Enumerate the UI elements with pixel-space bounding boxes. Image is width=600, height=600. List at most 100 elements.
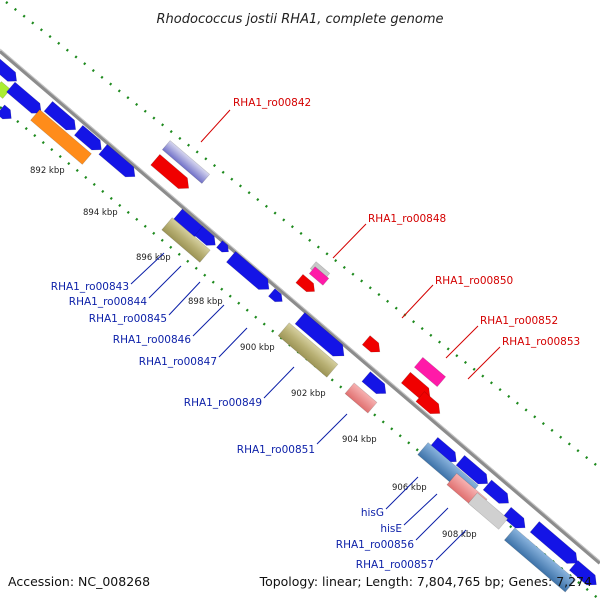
label-ro00845[interactable]: RHA1_ro00845	[89, 313, 167, 325]
gene-ro00853-b[interactable]	[415, 391, 444, 419]
label-ro00849[interactable]: RHA1_ro00849	[184, 397, 262, 409]
gene-ro00857-steel-shape	[503, 527, 577, 593]
leader-ro00850	[401, 284, 434, 319]
leader-ro00842	[200, 109, 231, 143]
gene-olive-1[interactable]	[161, 217, 211, 263]
label-hisG[interactable]: hisG	[361, 507, 384, 519]
label-ro00846[interactable]: RHA1_ro00846	[113, 334, 192, 346]
gene-blue-j[interactable]	[361, 371, 390, 399]
gene-left-edge-green[interactable]	[0, 81, 11, 99]
kbp-tick-908: 908 kbp	[442, 530, 477, 540]
gene-ro00848-pink[interactable]	[308, 266, 330, 286]
gene-blue-o-shape	[529, 521, 578, 564]
leader-ro00845	[168, 281, 201, 316]
gene-blue-e-shape	[194, 225, 216, 246]
gene-ro00842[interactable]	[150, 153, 194, 193]
gene-ro00842-lilac[interactable]	[161, 140, 211, 184]
gene-blue-a-shape	[43, 100, 77, 131]
gene-ro00853-b-shape	[415, 391, 441, 415]
gene-blue-i-shape	[294, 312, 345, 357]
leader-ro00856	[415, 507, 449, 541]
label-ro00852[interactable]: RHA1_ro00852	[480, 315, 558, 327]
label-ro00857[interactable]: RHA1_ro00857	[356, 559, 434, 571]
label-ro00842[interactable]: RHA1_ro00842	[233, 97, 311, 109]
leader-ro00849	[263, 366, 295, 399]
leader-ro00843	[130, 252, 165, 285]
leader-ro00851	[316, 413, 348, 445]
gene-ro00848[interactable]	[295, 273, 318, 295]
gene-blue-p-shape	[568, 559, 597, 586]
gene-features	[0, 57, 600, 593]
label-ro00850[interactable]: RHA1_ro00850	[435, 275, 513, 287]
kbp-tick-labels: 892 kbp 894 kbp 896 kbp 898 kbp 900 kbp …	[30, 166, 477, 540]
gene-blue-a[interactable]	[43, 100, 80, 134]
gene-left-edge-green-shape	[0, 81, 11, 99]
gene-orange-shape	[30, 109, 92, 165]
gene-ro00856-grey-shape	[467, 492, 509, 530]
gene-blue-f[interactable]	[216, 240, 232, 256]
sequence-backbone	[0, 49, 600, 565]
gene-olive-2[interactable]	[277, 322, 339, 378]
gene-left-edge-1-shape	[0, 57, 17, 82]
kbp-tick-898: 898 kbp	[188, 297, 223, 307]
gene-ro00842-lilac-shape	[161, 140, 211, 184]
gene-blue-i[interactable]	[294, 312, 349, 361]
leader-ro00846	[192, 304, 225, 337]
label-ro00843[interactable]: RHA1_ro00843	[51, 281, 129, 293]
kbp-tick-904: 904 kbp	[342, 435, 377, 445]
gene-orange[interactable]	[30, 109, 92, 165]
topology-text: Topology: linear; Length: 7,804,765 bp; …	[259, 574, 592, 589]
gene-blue-e[interactable]	[194, 225, 220, 249]
label-ro00851[interactable]: RHA1_ro00851	[237, 444, 315, 456]
kbp-tick-894: 894 kbp	[83, 208, 118, 218]
gene-blue-m[interactable]	[482, 479, 513, 508]
leader-ro00848	[332, 223, 367, 259]
label-hisE[interactable]: hisE	[380, 523, 402, 535]
leader-hisE	[403, 493, 438, 526]
kbp-tick-892: 892 kbp	[30, 166, 65, 176]
lower-gene-labels: RHA1_ro00843 RHA1_ro00844 RHA1_ro00845 R…	[51, 252, 467, 571]
gene-blue-l-shape	[455, 454, 489, 485]
gene-olive-1-shape	[161, 217, 211, 263]
leader-ro00853	[467, 346, 501, 380]
label-ro00847[interactable]: RHA1_ro00847	[139, 356, 217, 368]
leader-hisG	[385, 476, 419, 510]
gene-ro00851-pink[interactable]	[344, 382, 378, 414]
gene-blue-l[interactable]	[455, 454, 492, 488]
gene-blue-m-shape	[482, 479, 509, 504]
gene-ro00857-steel[interactable]	[503, 527, 577, 593]
kbp-tick-896: 896 kbp	[136, 253, 171, 263]
gene-left-edge-2[interactable]	[6, 81, 46, 118]
gene-ro00850-shape	[361, 335, 381, 353]
label-ro00844[interactable]: RHA1_ro00844	[69, 296, 148, 308]
label-ro00853[interactable]: RHA1_ro00853	[502, 336, 580, 348]
label-ro00848[interactable]: RHA1_ro00848	[368, 213, 446, 225]
gene-blue-p[interactable]	[568, 559, 600, 589]
gene-left-edge-3-shape	[0, 104, 12, 120]
gene-blue-o[interactable]	[529, 521, 582, 568]
gene-ro00848-shape	[295, 273, 315, 293]
accession-text: Accession: NC_008268	[8, 574, 150, 589]
gene-ro00850[interactable]	[361, 335, 383, 357]
gene-ro00856-grey[interactable]	[467, 492, 509, 530]
label-ro00856[interactable]: RHA1_ro00856	[336, 539, 415, 551]
gene-blue-b-shape	[73, 124, 102, 151]
gene-blue-g[interactable]	[226, 251, 273, 294]
gene-ro00852-shape	[413, 356, 447, 388]
gene-blue-g-shape	[226, 251, 270, 290]
gene-blue-c-shape	[98, 144, 136, 178]
gene-blue-c[interactable]	[98, 144, 139, 181]
upper-gene-labels: RHA1_ro00842 RHA1_ro00848 RHA1_ro00850 R…	[200, 97, 580, 380]
gene-blue-b[interactable]	[73, 124, 105, 154]
gene-left-edge-1[interactable]	[0, 57, 21, 85]
leader-ro00847	[218, 327, 248, 358]
gene-ro00851-pink-shape	[344, 382, 378, 414]
leader-ro00857	[435, 529, 467, 561]
map-title: Rhodococcus jostii RHA1, complete genome	[157, 12, 444, 27]
kbp-tick-902: 902 kbp	[291, 389, 326, 399]
gene-blue-h[interactable]	[268, 288, 285, 306]
gene-ro00852[interactable]	[413, 356, 447, 388]
gene-left-edge-3[interactable]	[0, 104, 15, 123]
leader-ro00844	[148, 265, 182, 299]
